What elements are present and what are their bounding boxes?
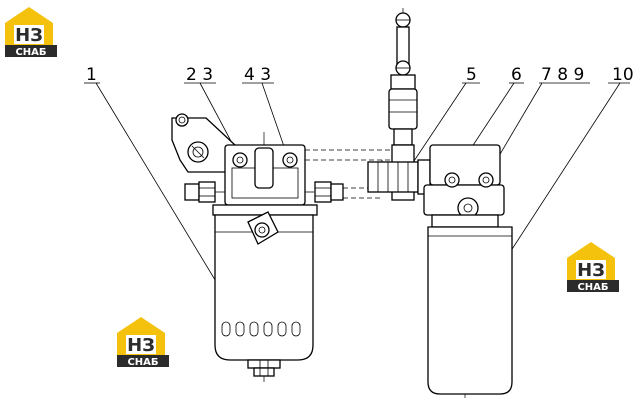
left-inlet-fitting [184,181,216,203]
logo-big-text: НЗ [127,335,155,356]
left-filter-bowl [214,214,314,377]
callout-label-2-3: 2 3 [186,65,213,85]
hand-primer-pump [388,12,418,146]
leader-lines [95,82,621,299]
callout-label-6: 6 [511,65,522,85]
callout-label-4-3: 4 3 [244,65,271,85]
logo-big-text: НЗ [577,260,605,281]
bleed-screw [247,211,279,245]
left-filter-head [212,144,318,216]
callout-label-7-8-9: 7 8 9 [541,65,584,85]
logo-small-text: СНАБ [127,357,158,368]
left-outlet-fitting [314,181,344,203]
brand-logo: НЗ СНАБ [117,317,169,368]
mounting-bracket [171,113,236,173]
logo-big-text: НЗ [15,25,43,46]
callout-label-1: 1 [86,65,97,85]
logo-small-text: СНАБ [577,282,608,293]
right-filter-head [423,144,505,228]
brand-logo: НЗ СНАБ [567,242,619,293]
logo-small-text: СНАБ [15,47,46,58]
brand-logo: НЗ СНАБ [5,7,57,58]
callout-label-5: 5 [466,65,477,85]
callout-label-10: 10 [612,65,634,85]
right-filter-canister [427,226,513,395]
connector-block [367,144,431,201]
